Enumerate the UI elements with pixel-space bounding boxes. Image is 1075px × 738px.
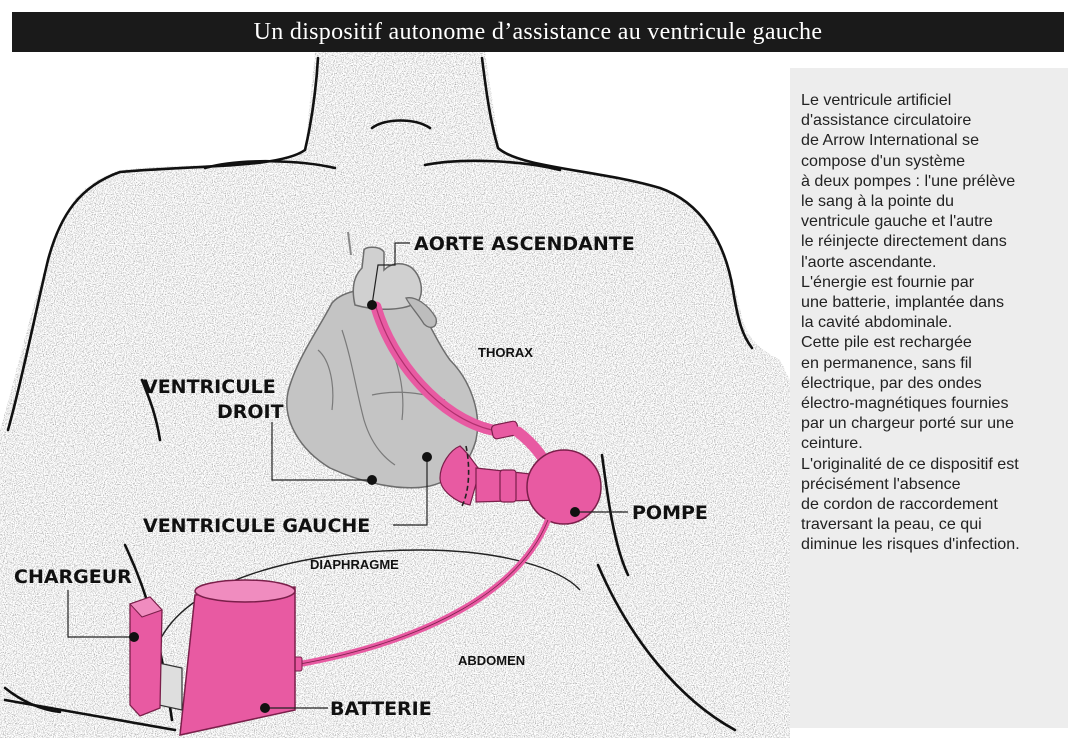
label-thorax: THORAX xyxy=(478,345,533,360)
label-batterie: BATTERIE xyxy=(330,698,432,720)
title-bar: Un dispositif autonome d’assistance au v… xyxy=(12,12,1064,52)
battery xyxy=(180,580,295,735)
anatomy-figure: AORTE ASCENDANTE THORAX VENTRICULE DROIT… xyxy=(0,52,790,738)
caption-text: Le ventricule artificiel d'assistance ci… xyxy=(801,90,1058,555)
label-ventricule-droit-line2: DROIT xyxy=(217,401,284,423)
diagram-title: Un dispositif autonome d’assistance au v… xyxy=(254,19,823,46)
label-aorte-ascendante: AORTE ASCENDANTE xyxy=(414,233,635,255)
label-pompe: POMPE xyxy=(632,502,708,524)
label-diaphragme: DIAPHRAGME xyxy=(310,557,399,572)
label-chargeur: CHARGEUR xyxy=(14,566,132,588)
label-ventricule-gauche: VENTRICULE GAUCHE xyxy=(143,515,370,537)
label-abdomen: ABDOMEN xyxy=(458,653,525,668)
caption-box: Le ventricule artificiel d'assistance ci… xyxy=(790,68,1068,728)
label-ventricule-droit-line1: VENTRICULE xyxy=(143,376,276,398)
